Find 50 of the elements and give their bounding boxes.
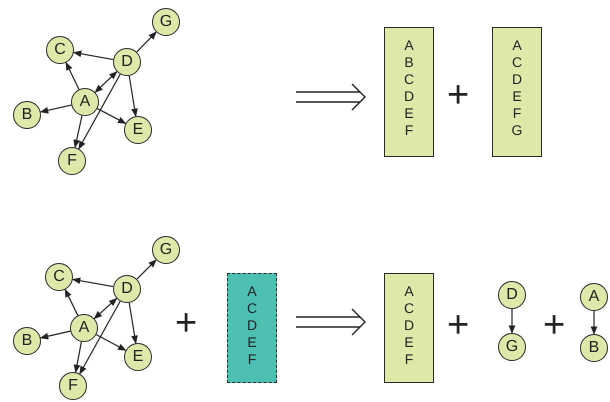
arrow [97,108,126,124]
graph-node-circle: E [124,116,152,144]
arrow [128,302,138,344]
graph-node-circle: B [13,101,41,129]
node-label: A C D E F G [510,37,524,140]
arrow [40,330,70,340]
arrow [64,288,78,316]
arrow [590,311,598,335]
arrow [508,309,516,334]
arrow [136,31,157,52]
graph-node-circle: A [71,88,99,116]
plus-sign: + [447,76,470,114]
arrow [94,71,118,93]
arrow [66,62,80,90]
plus-sign: + [543,306,566,344]
arrow [136,259,157,280]
graph-node-circle: G [152,236,180,264]
graph-node-circle: F [59,372,87,400]
arrow [73,116,83,148]
plus-sign: + [175,304,198,342]
arrow [96,334,126,351]
arrow [40,104,72,114]
node-label: A C D E F [246,283,258,369]
arrow [128,76,138,117]
graph-node-circle: D [498,281,526,309]
vertex-list-bar [384,273,434,383]
graph-node-circle: C [46,36,74,64]
vertex-list-bar [384,27,434,157]
arrow [74,342,82,374]
plus-sign: + [447,306,470,344]
vertex-list-bar [492,27,542,157]
graph-node-circle: G [498,333,526,361]
arrow [72,50,114,60]
graph-node-circle: D [113,275,141,303]
vertex-list-bar [227,273,277,383]
arrow [72,277,114,288]
graph-node-circle: B [580,334,608,362]
graph-node-circle: A [70,314,98,342]
graph-node-circle: C [45,263,73,291]
graph-node-circle: B [13,327,41,355]
arrow [94,298,118,320]
node-label: A C D E F [402,283,416,369]
graph-node-circle: E [124,343,152,371]
graph-node-circle: F [58,147,86,175]
graph-node-circle: A [580,283,608,311]
graph-node-circle: G [152,8,180,36]
arrow [78,74,121,150]
node-label: A B C D E F [402,37,416,140]
graph-node-circle: D [113,48,141,76]
arrow [79,300,121,374]
